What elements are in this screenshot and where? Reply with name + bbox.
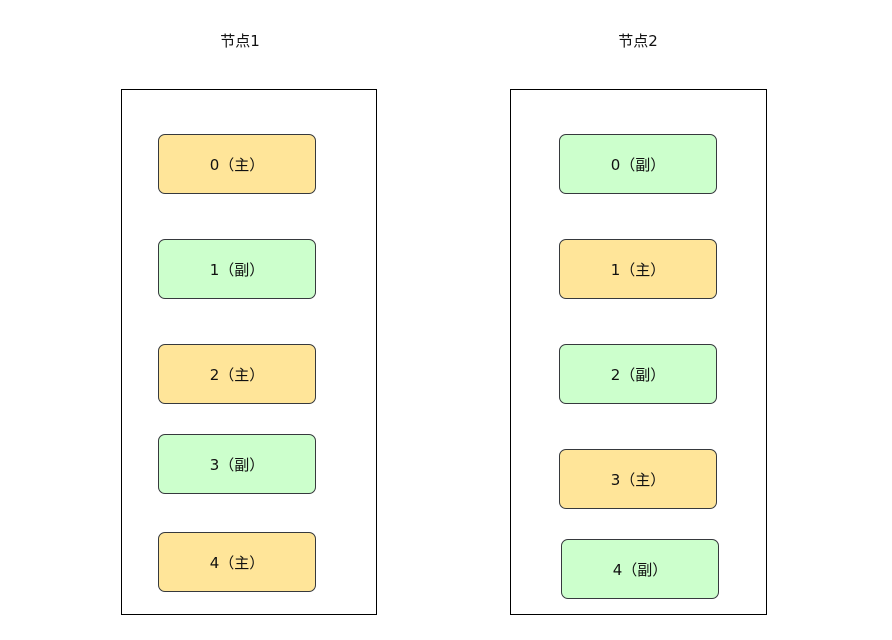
- shard-label: 0（主）: [209, 155, 265, 174]
- node-1-title: 节点1: [220, 32, 260, 50]
- node-2-shard-0: 0（副）: [559, 134, 717, 194]
- node-1-shard-1: 1（副）: [158, 239, 316, 299]
- shard-label: 4（主）: [209, 553, 265, 572]
- shard-label: 2（主）: [209, 365, 265, 384]
- node-2-shard-4: 4（副）: [561, 539, 719, 599]
- shard-label: 2（副）: [610, 365, 666, 384]
- shard-label: 1（副）: [209, 260, 265, 279]
- node-1-shard-3: 3（副）: [158, 434, 316, 494]
- node-1-shard-4: 4（主）: [158, 532, 316, 592]
- shard-label: 4（副）: [612, 560, 668, 579]
- node-1-shard-2: 2（主）: [158, 344, 316, 404]
- shard-label: 0（副）: [610, 155, 666, 174]
- shard-label: 3（主）: [610, 470, 666, 489]
- node-2-shard-3: 3（主）: [559, 449, 717, 509]
- node-2-shard-1: 1（主）: [559, 239, 717, 299]
- shard-label: 1（主）: [610, 260, 666, 279]
- node-2-shard-2: 2（副）: [559, 344, 717, 404]
- node-1-shard-0: 0（主）: [158, 134, 316, 194]
- shard-label: 3（副）: [209, 455, 265, 474]
- node-2-title: 节点2: [618, 32, 658, 50]
